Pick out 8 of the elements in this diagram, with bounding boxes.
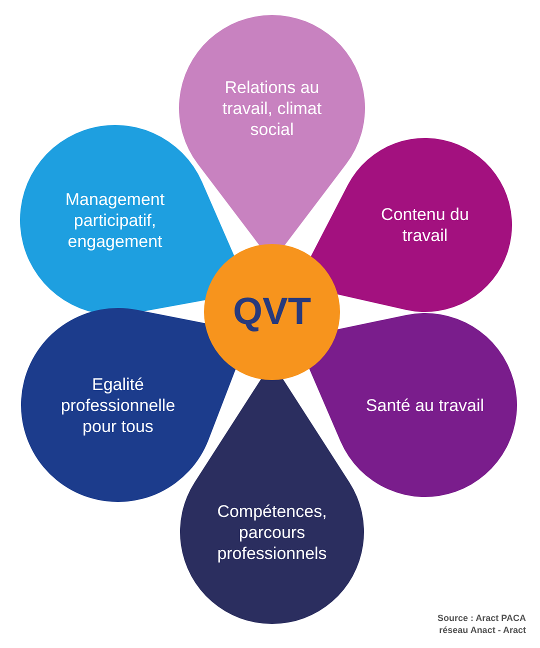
petal-label: Contenu du travail bbox=[380, 204, 470, 246]
petal-label: Egalité professionnelle pour tous bbox=[60, 374, 176, 436]
petal-label: Relations au travail, climat social bbox=[221, 76, 323, 140]
petal-label: Santé au travail bbox=[364, 394, 486, 416]
petal-label: Compétences, parcours professionnels bbox=[216, 500, 328, 564]
center-label: QVT bbox=[232, 290, 312, 334]
source-note: Source : Aract PACA réseau Anact - Aract bbox=[436, 612, 526, 636]
petal-label: Management participatif, engagement bbox=[64, 188, 166, 252]
